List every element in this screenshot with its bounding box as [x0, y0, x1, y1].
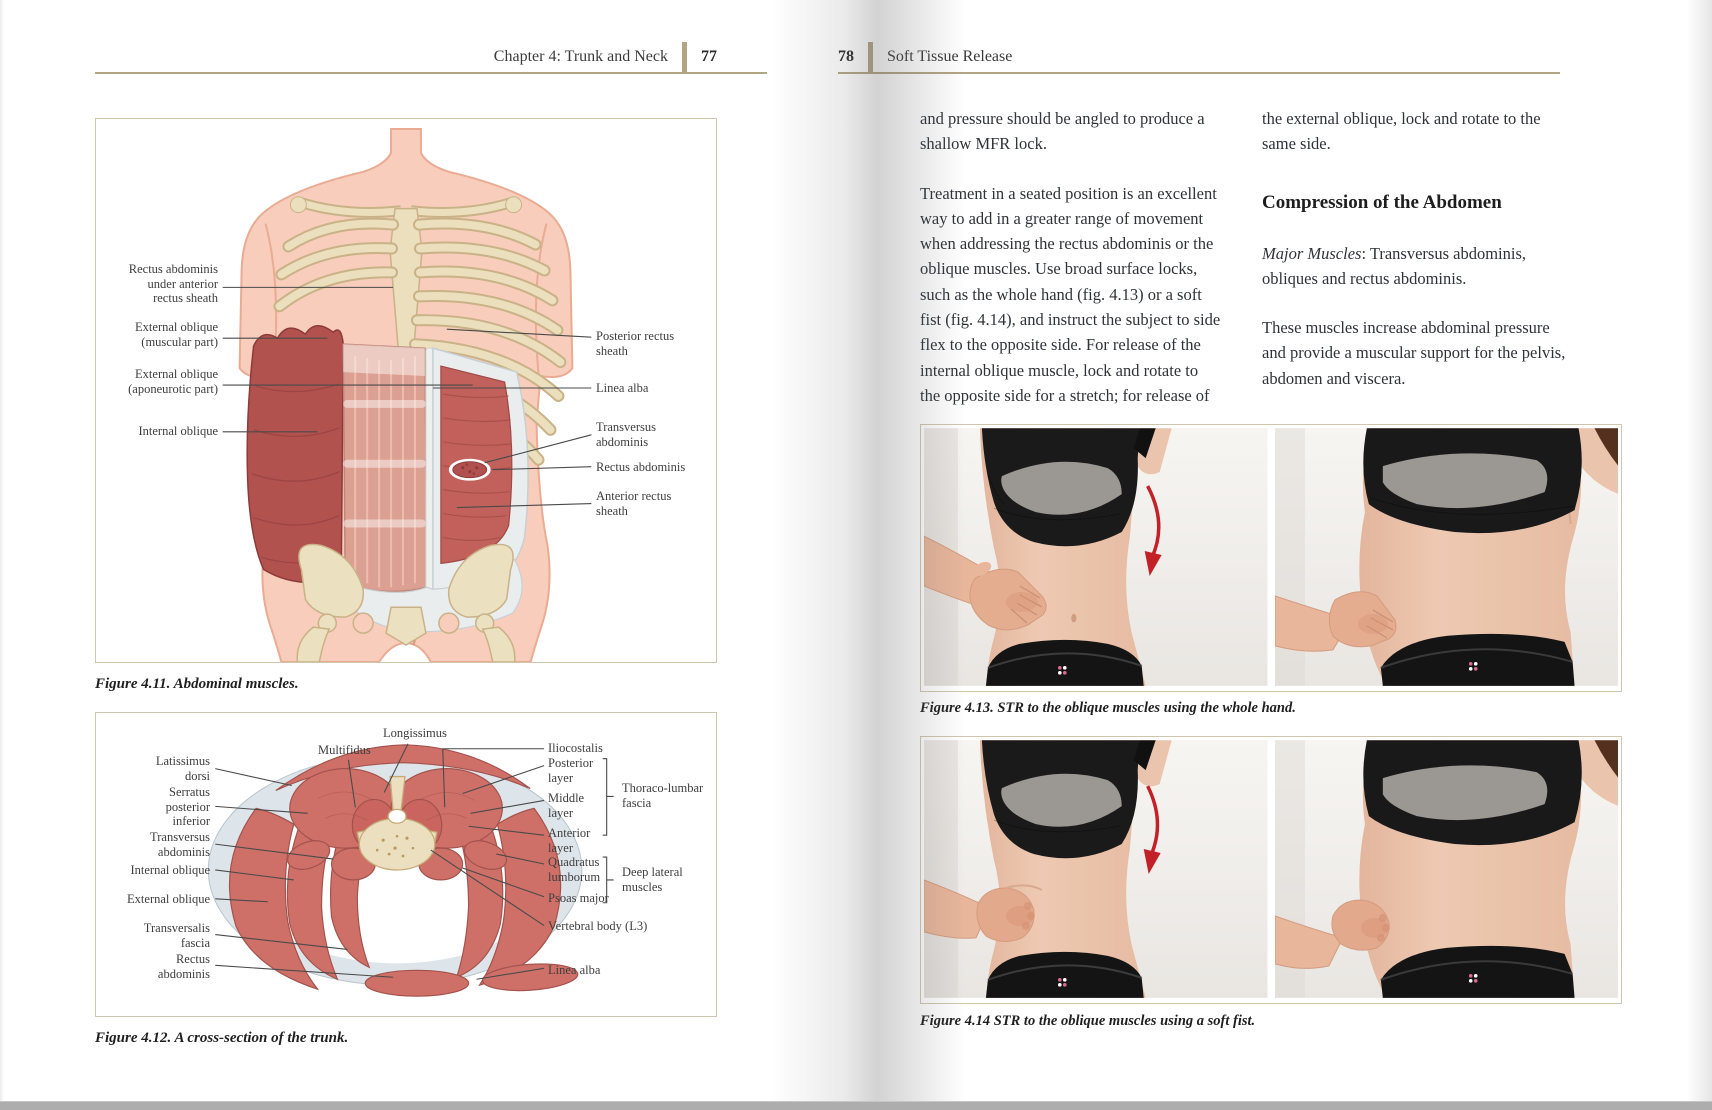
- anatomy-label-multifidus: Multifidus: [318, 743, 371, 757]
- page-number: 78: [838, 48, 854, 65]
- waistband-logo: [1468, 974, 1478, 983]
- anatomy-label-anterior-layer: Anterior layer: [548, 826, 591, 855]
- thoraco-lumbar-bracket: [602, 758, 614, 836]
- anatomy-label-quadratus-lumborum: Quadratus lumborum: [548, 855, 601, 884]
- anatomy-label-external-oblique-muscular: External oblique (muscular part): [135, 320, 218, 349]
- chapter-title: Chapter 4: Trunk and Neck: [493, 48, 668, 65]
- anatomy-label-external-oblique-aponeurotic: External oblique (aponeurotic part): [128, 367, 218, 396]
- viewer-bottom-bar: [0, 1101, 1712, 1110]
- figure-4-14-caption: Figure 4.14 STR to the oblique muscles u…: [920, 1013, 1256, 1029]
- body-text-column-2: the external oblique, lock and rotate to…: [1262, 106, 1592, 415]
- photo-str-whole-hand-front: [924, 428, 1268, 686]
- anatomy-label-posterior-layer: Posterior layer: [548, 756, 594, 785]
- practitioner-soft-fist: [924, 879, 1043, 942]
- photo-str-soft-fist-side: [1274, 740, 1618, 998]
- paragraph: Treatment in a seated position is an exc…: [920, 183, 1221, 405]
- anatomy-label-serratus-posterior-inferior: Serratus posterior inferior: [165, 785, 210, 829]
- figure-4-11: [95, 118, 717, 663]
- vertebra-l3: [356, 775, 438, 871]
- anatomy-label-rectus-under-sheath: Rectus abdominis under anterior rectus s…: [128, 262, 218, 306]
- pelvis-bones: [296, 543, 516, 662]
- page-edge-shadow: [1686, 0, 1712, 1102]
- anatomy-label-vertebral-body: Vertebral body (L3): [548, 919, 648, 933]
- anatomy-label-thoraco-lumbar-fascia: Thoraco-lumbar fascia: [622, 781, 704, 810]
- rectus-abdominis-cut: [448, 458, 491, 481]
- running-header-right: 78 Soft Tissue Release: [838, 42, 1012, 72]
- paragraph: and pressure should be angled to produce…: [920, 109, 1205, 154]
- practitioner-hand-flat: [1274, 591, 1396, 652]
- figure-4-12: [95, 712, 717, 1017]
- paragraph: These muscles increase abdominal pressur…: [1262, 318, 1566, 388]
- direction-arrow-icon: [1144, 485, 1162, 576]
- figure-4-13-caption: Figure 4.13. STR to the oblique muscles …: [920, 700, 1296, 716]
- label-leader-lines: [215, 743, 614, 980]
- major-muscles-lead: Major Muscles: [1262, 243, 1362, 263]
- anatomy-label-transversalis-fascia: Transversalis fascia: [143, 921, 210, 950]
- trunk-cross-section-illustration: [207, 743, 614, 997]
- anatomy-label-internal-oblique: Internal oblique: [138, 424, 219, 438]
- external-oblique-muscle: [246, 324, 344, 584]
- black-bottoms: [985, 639, 1144, 686]
- deep-lateral-bracket: [602, 856, 614, 904]
- page-number: 77: [701, 48, 717, 65]
- black-bottoms: [1380, 633, 1575, 686]
- anatomy-label-longissimus: Longissimus: [383, 726, 447, 740]
- figure-4-13-photos: [920, 424, 1622, 692]
- anatomy-label-posterior-rectus-sheath: Posterior rectus sheath: [596, 329, 675, 358]
- body-text-column-1: and pressure should be angled to produce…: [920, 106, 1250, 432]
- running-header-left: Chapter 4: Trunk and Neck 77: [95, 42, 717, 72]
- practitioner-soft-fist: [1274, 899, 1390, 969]
- subject-hair: [1594, 740, 1618, 779]
- navel: [1071, 613, 1077, 623]
- anatomy-label-middle-layer: Middle layer: [548, 791, 585, 820]
- waistband-logo: [1058, 666, 1067, 675]
- page-edge-shadow: [0, 0, 4, 1102]
- anatomy-label-deep-lateral-muscles: Deep lateral muscles: [622, 865, 683, 894]
- anatomy-label-iliocostalis: Iliocostalis: [548, 741, 603, 755]
- bra-gray-panel: [1001, 461, 1122, 515]
- anatomy-label-linea-alba: Linea alba: [596, 381, 649, 395]
- paragraph: the external oblique, lock and rotate to…: [1262, 109, 1541, 154]
- subject-hair: [1594, 428, 1618, 467]
- practitioner-hand-flat: [924, 535, 1047, 631]
- paragraph: Major Muscles: Transversus abdominis, ob…: [1262, 243, 1527, 288]
- waistband-logo: [1468, 662, 1478, 671]
- label-leader-lines: [222, 286, 592, 509]
- figure-4-12-caption: Figure 4.12. A cross-section of the trun…: [95, 1030, 349, 1046]
- waistband-logo: [1058, 978, 1067, 987]
- bra-gray-panel: [1382, 765, 1547, 821]
- clavicle-bones: [289, 196, 523, 218]
- abdominal-muscles-illustration: [222, 127, 592, 662]
- anatomy-label-anterior-rectus-sheath: Anterior rectus sheath: [596, 489, 672, 518]
- header-rule: [838, 72, 1560, 74]
- bra-gray-panel: [1382, 453, 1547, 509]
- black-bottoms: [1380, 945, 1575, 998]
- header-rule: [95, 72, 767, 74]
- anatomy-label-transversus-abdominis-xs: Transversus abdominis: [150, 830, 210, 859]
- direction-arrow-icon: [1143, 785, 1161, 874]
- anatomy-label-external-oblique-xs: External oblique: [127, 892, 210, 906]
- black-bottoms: [985, 951, 1144, 998]
- book-title: Soft Tissue Release: [887, 48, 1013, 65]
- bra-gray-panel: [1001, 773, 1122, 827]
- anatomy-label-rectus-abdominis-xs: Rectus abdominis: [157, 952, 210, 981]
- bone-speckle: [375, 834, 415, 858]
- header-divider-bar: [682, 42, 687, 72]
- section-heading: Compression of the Abdomen: [1262, 191, 1502, 213]
- anatomy-label-internal-oblique-xs: Internal oblique: [130, 863, 211, 877]
- header-divider-bar: [868, 42, 873, 72]
- anatomy-label-psoas-major: Psoas major: [548, 891, 609, 905]
- figure-4-14-photos: [920, 736, 1622, 1004]
- figure-4-11-caption: Figure 4.11. Abdominal muscles.: [95, 676, 299, 692]
- anatomy-label-latissimus-dorsi: Latissimus dorsi: [155, 754, 210, 783]
- photo-str-soft-fist-front: [924, 740, 1268, 998]
- anatomy-label-rectus-abdominis: Rectus abdominis: [596, 460, 686, 474]
- anatomy-label-transversus-abdominis: Transversus abdominis: [596, 420, 656, 449]
- photo-str-whole-hand-side: [1274, 428, 1618, 686]
- anatomy-label-linea-alba-xs: Linea alba: [548, 963, 601, 977]
